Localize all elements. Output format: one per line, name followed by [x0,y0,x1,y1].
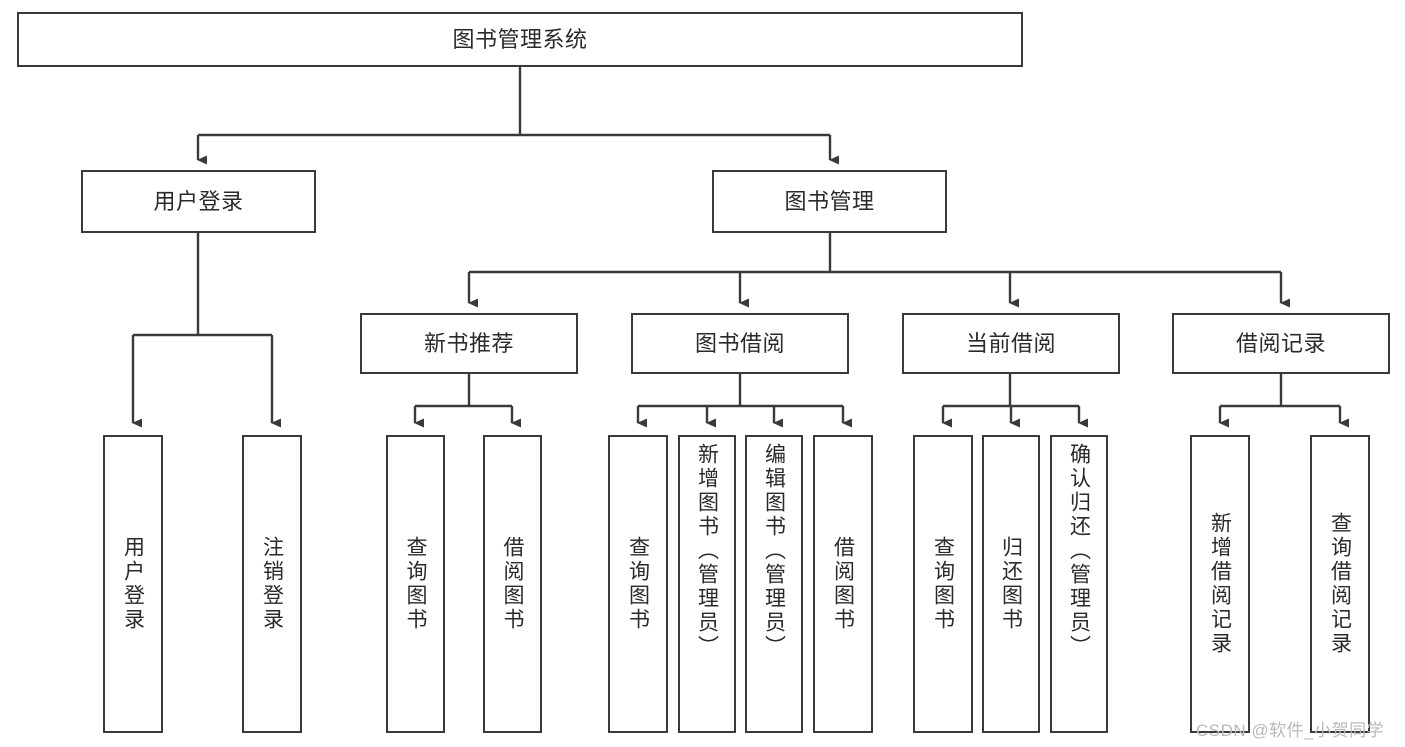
node-new-book-recommend[interactable]: 新书推荐 [360,313,578,374]
node-label: 图书管理系统 [452,26,588,52]
node-user-login[interactable]: 用户登录 [81,170,316,233]
node-label: 新增借阅记录 [1208,512,1232,656]
leaf-user-login-logout[interactable]: 注销登录 [242,435,302,733]
node-borrow-record[interactable]: 借阅记录 [1172,313,1390,374]
node-label: 借阅记录 [1235,330,1326,356]
node-label: 图书借阅 [694,330,785,356]
leaf-new-book-query[interactable]: 查询图书 [386,435,445,733]
node-book-management[interactable]: 图书管理 [712,170,947,233]
leaf-current-borrow-confirm-return[interactable]: 确认归还（管理员） [1050,435,1108,733]
watermark-text: CSDN @软件_小贺同学 [1196,721,1385,740]
leaf-new-book-borrow[interactable]: 借阅图书 [483,435,542,733]
node-label: 归还图书 [999,536,1023,632]
node-label: 查询借阅记录 [1328,512,1352,656]
node-current-borrow[interactable]: 当前借阅 [902,313,1120,374]
leaf-borrow-record-add[interactable]: 新增借阅记录 [1190,435,1250,733]
leaf-book-borrow-borrow[interactable]: 借阅图书 [813,435,873,733]
node-label: 用户登录 [121,536,145,632]
leaf-user-login-login[interactable]: 用户登录 [103,435,163,733]
node-label: 借阅图书 [831,536,855,632]
node-label: 当前借阅 [965,330,1056,356]
node-book-borrow[interactable]: 图书借阅 [631,313,849,374]
node-label: 注销登录 [260,536,284,632]
node-label: 图书管理 [784,188,875,214]
node-root-system[interactable]: 图书管理系统 [17,12,1023,67]
node-label: 确认归还（管理员） [1067,443,1091,659]
node-label: 用户登录 [153,188,244,214]
node-label: 查询图书 [626,536,650,632]
node-label: 借阅图书 [501,536,524,632]
leaf-book-borrow-query[interactable]: 查询图书 [608,435,668,733]
node-label: 新书推荐 [423,330,514,356]
leaf-current-borrow-return[interactable]: 归还图书 [982,435,1040,733]
node-label: 新增图书（管理员） [695,443,719,659]
leaf-book-borrow-edit[interactable]: 编辑图书（管理员） [745,435,803,733]
node-label: 编辑图书（管理员） [762,443,786,659]
leaf-book-borrow-add[interactable]: 新增图书（管理员） [678,435,736,733]
leaf-borrow-record-query[interactable]: 查询借阅记录 [1310,435,1370,733]
node-label: 查询图书 [931,536,955,632]
leaf-current-borrow-query[interactable]: 查询图书 [913,435,973,733]
node-label: 查询图书 [404,536,427,632]
